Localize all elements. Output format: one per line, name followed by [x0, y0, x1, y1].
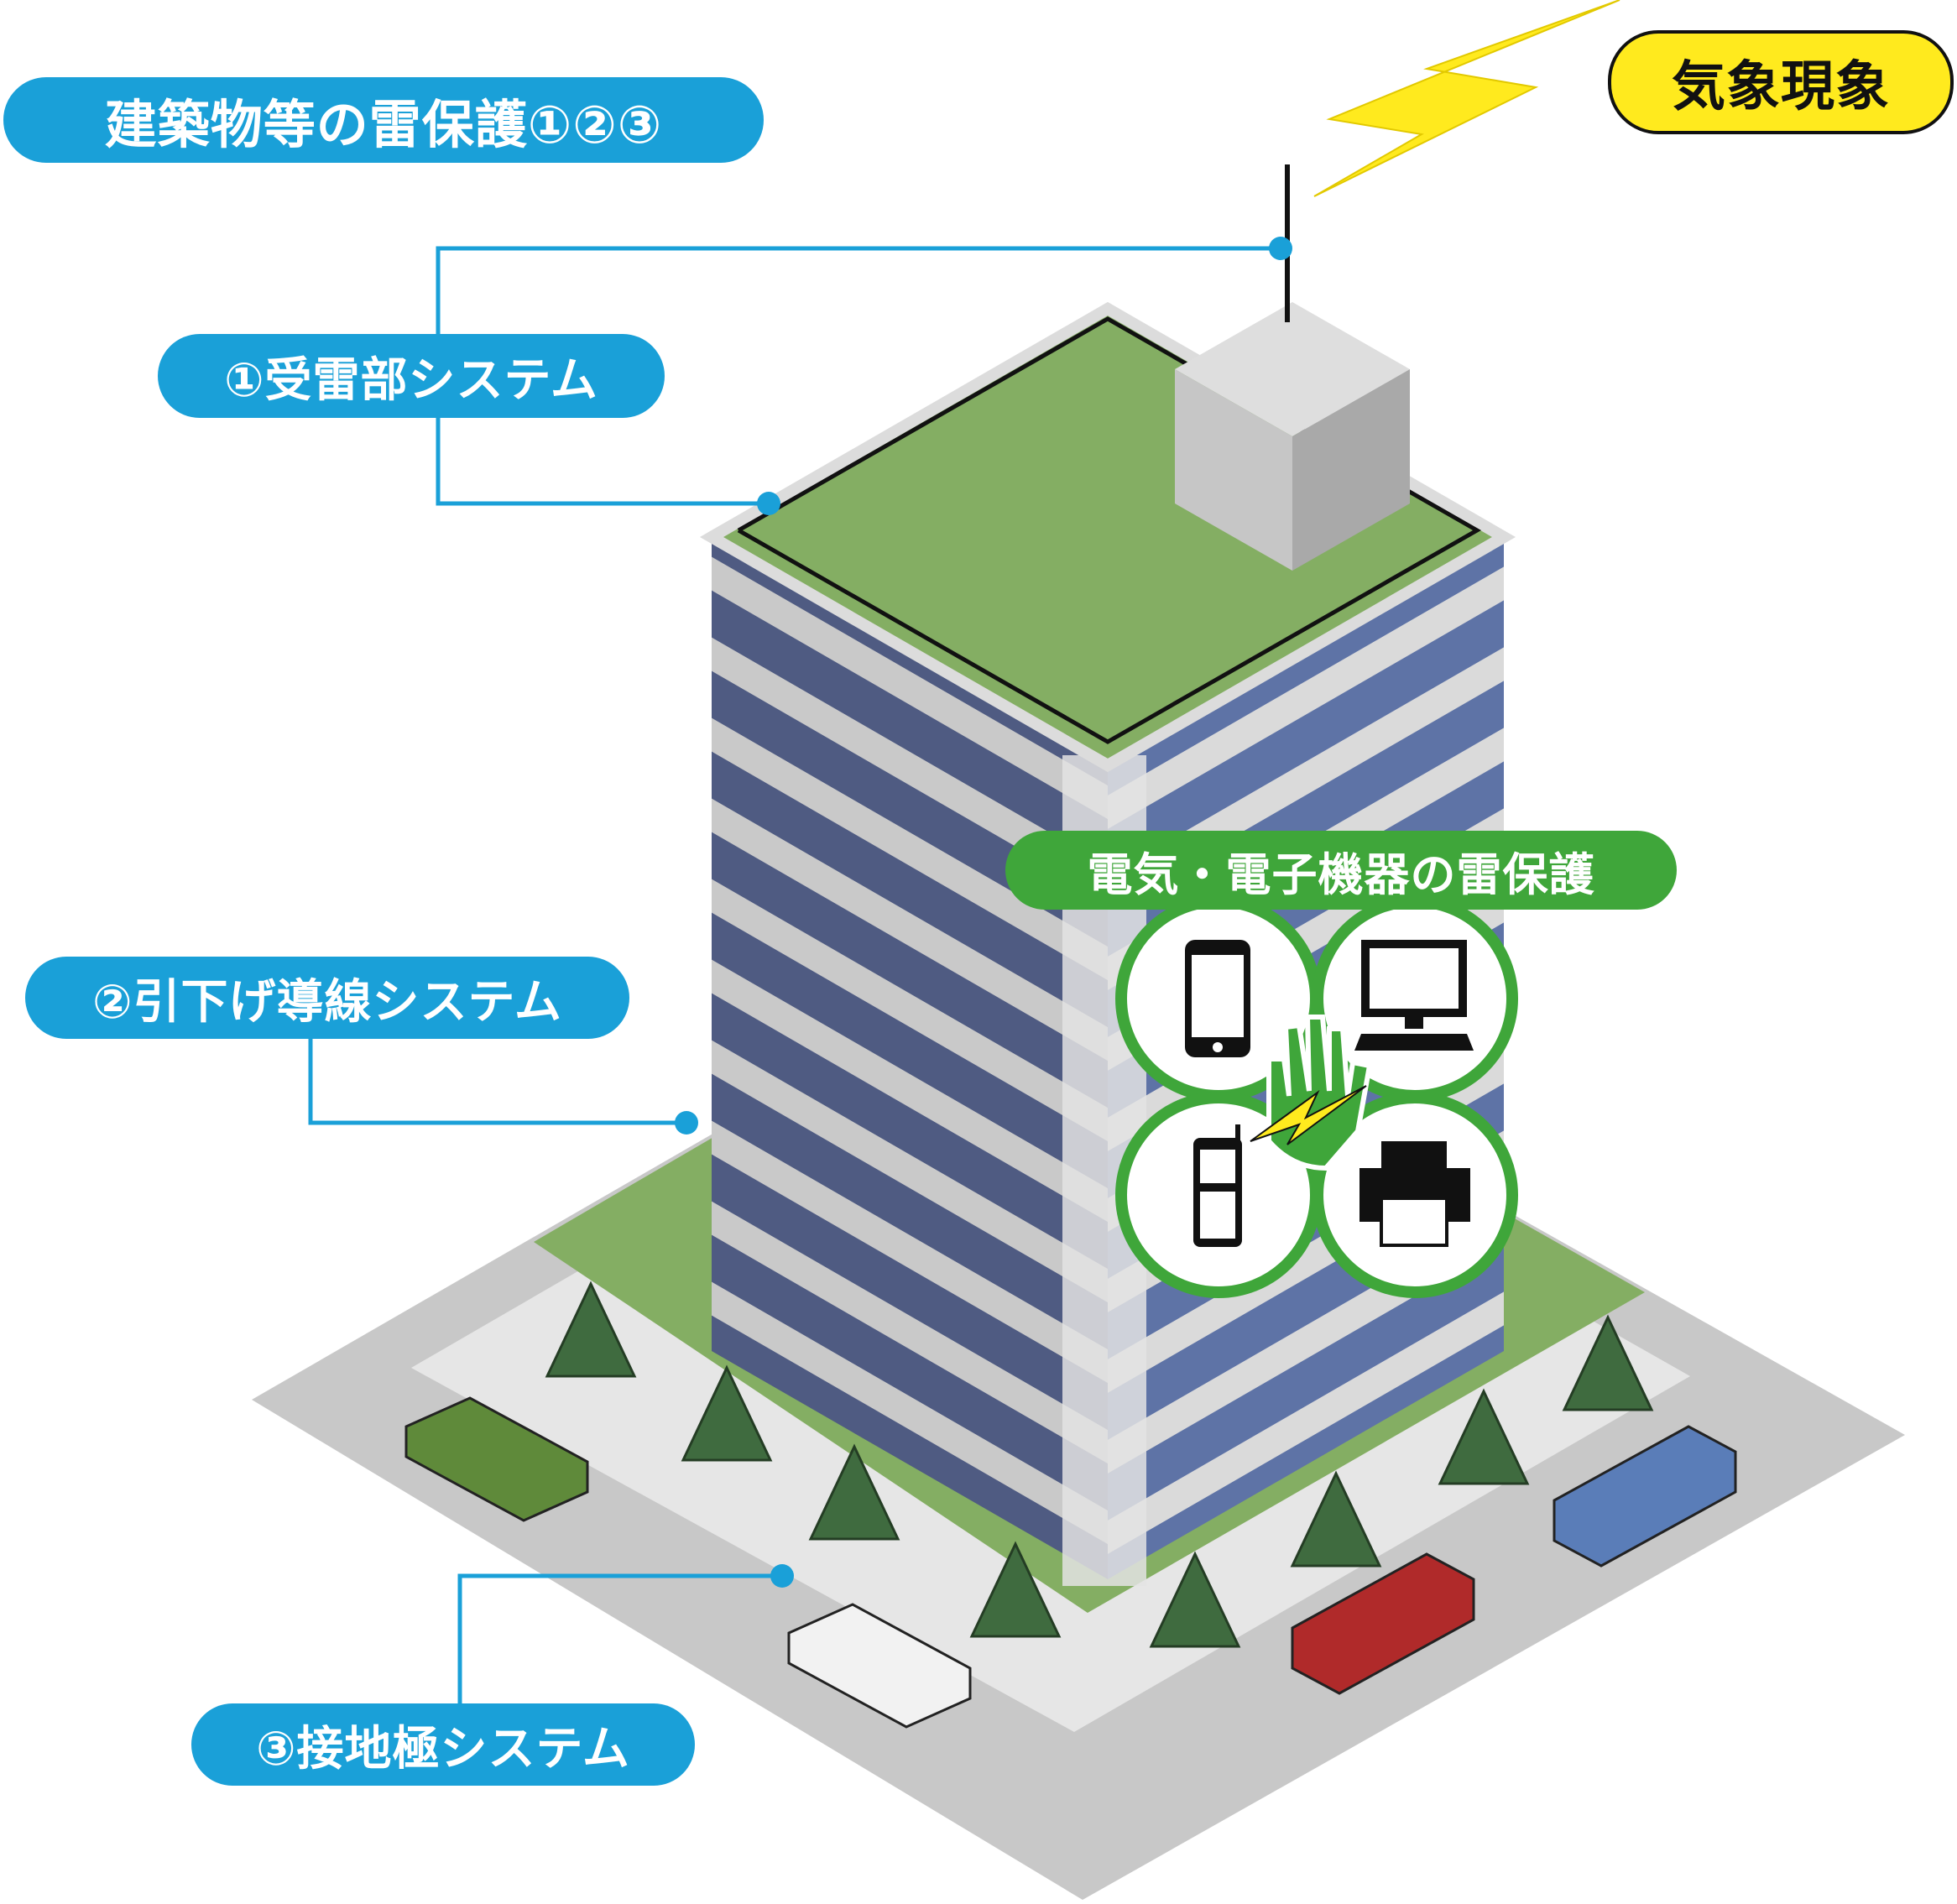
roof-railing [737, 316, 1482, 744]
tree [808, 1443, 900, 1541]
roof-edge-dot [757, 492, 780, 515]
earth-termination-text: ③接地極システム [256, 1721, 630, 1776]
tree [1562, 1314, 1654, 1411]
cars [404, 1396, 1737, 1729]
rooftop-penthouse [1175, 302, 1410, 571]
earth-electrode-dot [770, 1564, 794, 1588]
earth-termination-leader [457, 1573, 782, 1703]
stop-hand-icon [1250, 1015, 1373, 1171]
equipment-protection-label: 電気・電子機器の雷保護 [1005, 831, 1677, 910]
tree [545, 1281, 637, 1378]
weather-text: 気象現象 [1672, 56, 1890, 118]
printer-icon [1359, 1141, 1470, 1247]
callout-dots [675, 237, 1292, 1588]
car-red [1291, 1552, 1475, 1695]
smartphone-icon [1185, 940, 1250, 1057]
title-text: 建築物等の雷保護①②③ [104, 94, 663, 155]
rod-connection-dot [1269, 237, 1292, 260]
electronics-icons [1115, 895, 1518, 1298]
equipment-protection-text: 電気・電子機器の雷保護 [1087, 848, 1595, 901]
trees [545, 1281, 1654, 1648]
mobile-phone-icon [1193, 1124, 1242, 1247]
down-conductor-text: ②引下げ導線システム [92, 974, 562, 1030]
earth-termination-label: ③接地極システム [191, 1703, 695, 1786]
tree [1149, 1551, 1241, 1648]
car-blue [1553, 1425, 1737, 1568]
building-left-face [712, 537, 1108, 1579]
air-termination-label: ①受雷部システム [158, 334, 665, 418]
car-green [404, 1396, 589, 1522]
down-conductor-dot [675, 1111, 698, 1135]
down-conductor-leader [308, 1039, 686, 1125]
car-white [787, 1603, 972, 1729]
desktop-computer-icon [1354, 940, 1474, 1051]
tree [1290, 1470, 1382, 1568]
lightning-bolt-icon [1313, 0, 1620, 197]
building [699, 164, 1516, 1586]
tree [681, 1364, 773, 1462]
weather-pill: 気象現象 [1608, 30, 1954, 134]
down-conductor-label: ②引下げ導線システム [25, 957, 629, 1039]
tree [969, 1541, 1062, 1638]
title-pill: 建築物等の雷保護①②③ [3, 77, 764, 163]
air-termination-text: ①受雷部システム [224, 352, 598, 408]
tree [1438, 1388, 1530, 1485]
